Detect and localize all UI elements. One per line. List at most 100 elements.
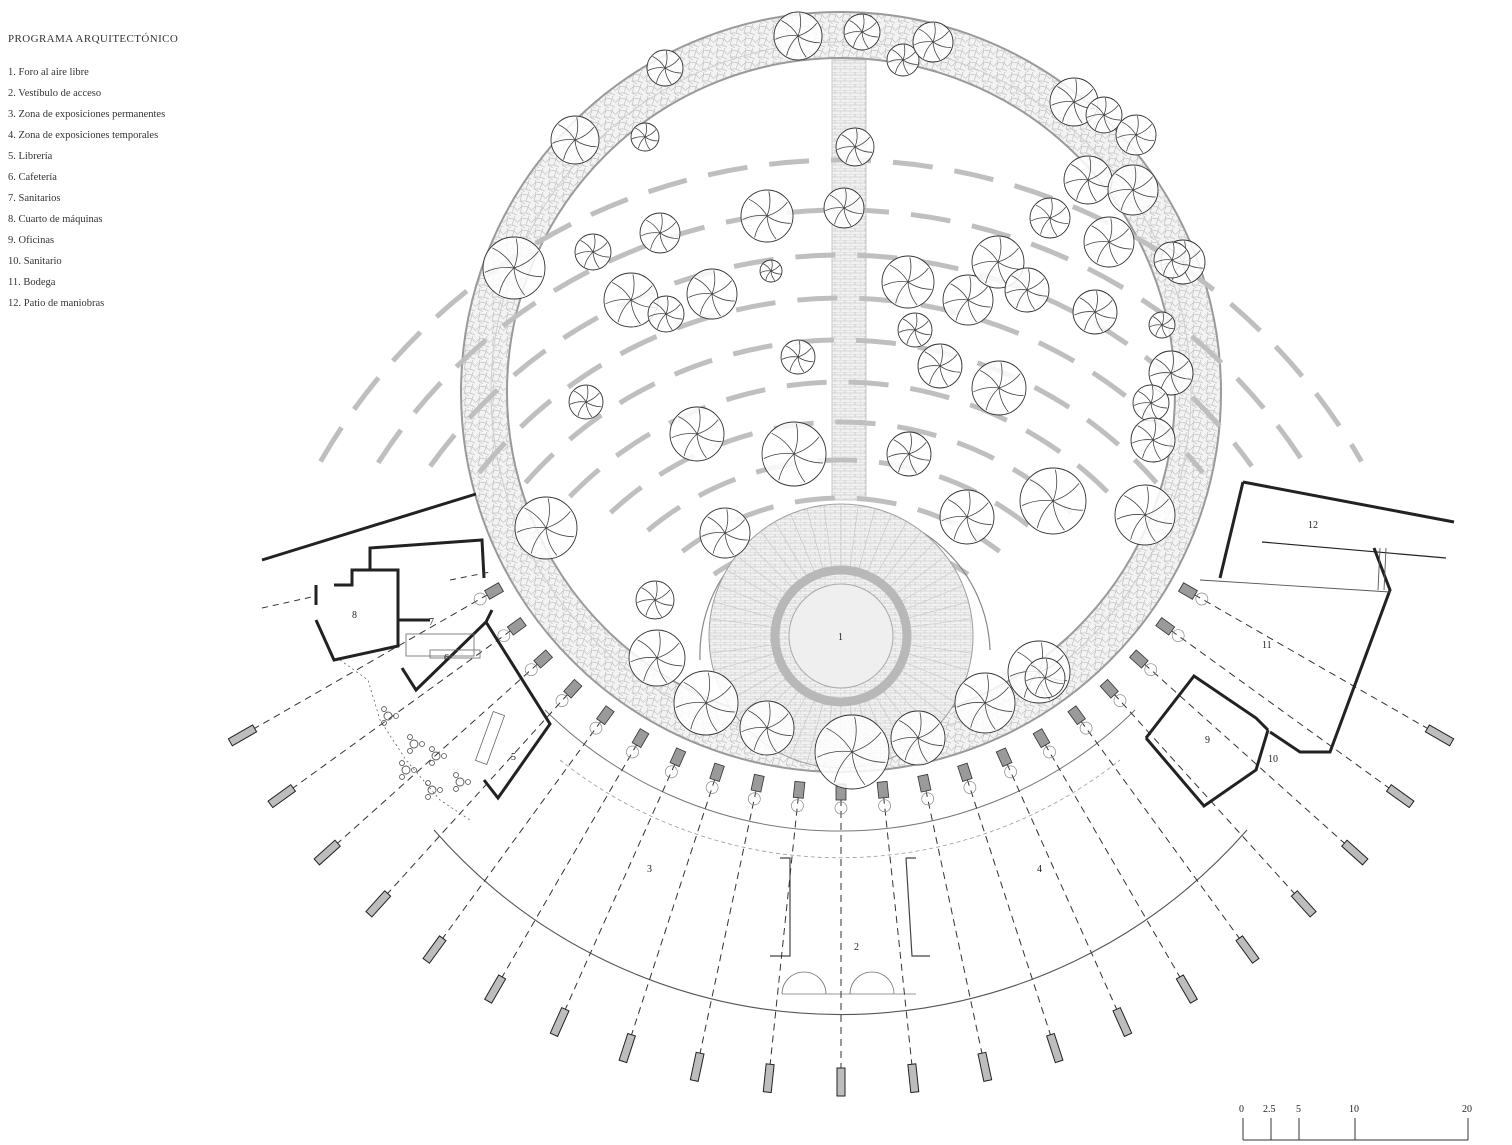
tree	[897, 312, 933, 348]
radial-axis	[768, 784, 801, 1079]
tree	[886, 431, 932, 477]
bench-row	[608, 419, 1074, 515]
light-fixture	[484, 974, 507, 1004]
tree	[1004, 267, 1050, 313]
light-fixture	[977, 1051, 993, 1082]
facade-marker	[1032, 728, 1051, 749]
radial-axis	[696, 778, 760, 1067]
tree	[646, 49, 684, 87]
tree	[761, 421, 827, 487]
facade-marker	[484, 582, 505, 600]
radial-axis	[962, 767, 1056, 1049]
legend-title: PROGRAMA ARQUITECTÓNICO	[8, 33, 179, 45]
tree	[1115, 114, 1157, 156]
room-label-cuarto-maquinas: 8	[352, 610, 357, 621]
light-fixture	[1385, 784, 1415, 809]
light-fixture	[227, 724, 258, 747]
tree	[1132, 384, 1170, 422]
tree	[673, 670, 739, 736]
tree	[635, 580, 675, 620]
tree	[1114, 484, 1176, 546]
tree	[759, 259, 783, 283]
light-fixture	[267, 784, 297, 809]
tree	[917, 343, 963, 389]
tree-canopies	[482, 11, 1206, 790]
light-fixture	[1290, 890, 1317, 918]
facade-marker	[995, 747, 1013, 768]
radial-axis	[1183, 588, 1440, 736]
radial-axis	[1001, 752, 1123, 1023]
radial-axes	[227, 588, 1455, 1097]
left-wing-dashes	[261, 571, 491, 609]
light-fixture	[1112, 1006, 1133, 1038]
cafe-table	[453, 772, 471, 792]
facade-marker	[917, 773, 932, 793]
room-label-foro: 1	[838, 632, 843, 643]
cafe-tables	[381, 706, 471, 800]
tree	[1024, 657, 1066, 699]
radial-axis	[559, 752, 681, 1023]
facade-marker	[563, 678, 583, 699]
tree	[686, 268, 738, 320]
facade-marker	[596, 705, 615, 726]
legend-item-vestibulo: 2. Vestíbulo de acceso	[8, 88, 102, 99]
legend-item-expo-temporales: 4. Zona de exposiciones temporales	[8, 130, 159, 141]
scale-tick-2-5: 2.5	[1263, 1104, 1276, 1115]
cafe-table	[399, 760, 417, 780]
light-fixture	[1235, 935, 1260, 964]
tree	[890, 710, 946, 766]
cafe-table	[429, 746, 447, 766]
radial-axis	[494, 733, 644, 990]
bench-row	[568, 379, 1114, 499]
tree	[1130, 417, 1176, 463]
facade-marker	[750, 773, 765, 793]
cafe-table	[425, 780, 443, 800]
tree	[699, 507, 751, 559]
radial-axis	[1073, 710, 1248, 950]
bench-row	[646, 457, 1036, 533]
scale-tick-5: 5	[1296, 1104, 1301, 1115]
tree	[835, 127, 875, 167]
radial-axis	[1134, 655, 1356, 853]
entrance-doors	[781, 971, 916, 995]
left-wing-fixtures	[339, 633, 506, 821]
tree	[780, 339, 816, 375]
tree	[843, 13, 881, 51]
tree	[912, 21, 954, 63]
radial-axis	[434, 710, 609, 950]
tree	[639, 212, 681, 254]
room-label-expo-temporales: 4	[1037, 864, 1042, 875]
right-wing	[1144, 480, 1455, 809]
tree	[568, 384, 604, 420]
tree	[1085, 96, 1123, 134]
facade-marker	[506, 617, 527, 636]
tree	[1072, 289, 1118, 335]
facade-marker	[709, 762, 725, 782]
radial-axis	[922, 778, 986, 1067]
tree	[1148, 311, 1176, 339]
room-label-oficinas: 9	[1205, 735, 1210, 746]
legend-item-expo-permanentes: 3. Zona de exposiciones permanentes	[8, 109, 166, 120]
scale-tick-0: 0	[1239, 1104, 1244, 1115]
facade-marker	[1067, 705, 1086, 726]
room-labels: 1 2 3 4 5 6 7 8 9 10 11 12	[352, 520, 1318, 953]
tree	[647, 295, 685, 333]
radial-axis	[1038, 733, 1188, 990]
tree	[971, 360, 1027, 416]
room-label-bodega: 11	[1262, 640, 1272, 651]
tree	[1148, 350, 1194, 396]
tree	[669, 406, 725, 462]
radial-axis	[881, 784, 914, 1079]
legend-item-patio-maniobras: 12. Patio de maniobras	[8, 298, 105, 309]
light-fixture	[618, 1032, 636, 1064]
program-legend: PROGRAMA ARQUITECTÓNICO 1. Foro al aire …	[8, 33, 208, 314]
facade-marker	[876, 780, 890, 799]
room-label-sanitario: 10	[1268, 754, 1278, 765]
facade-marker	[1099, 678, 1119, 699]
radial-axis	[281, 622, 522, 797]
light-fixture	[313, 839, 341, 866]
cafe-table	[407, 734, 425, 754]
light-fixture	[1175, 974, 1198, 1004]
legend-item-foro: 1. Foro al aire libre	[8, 67, 89, 78]
